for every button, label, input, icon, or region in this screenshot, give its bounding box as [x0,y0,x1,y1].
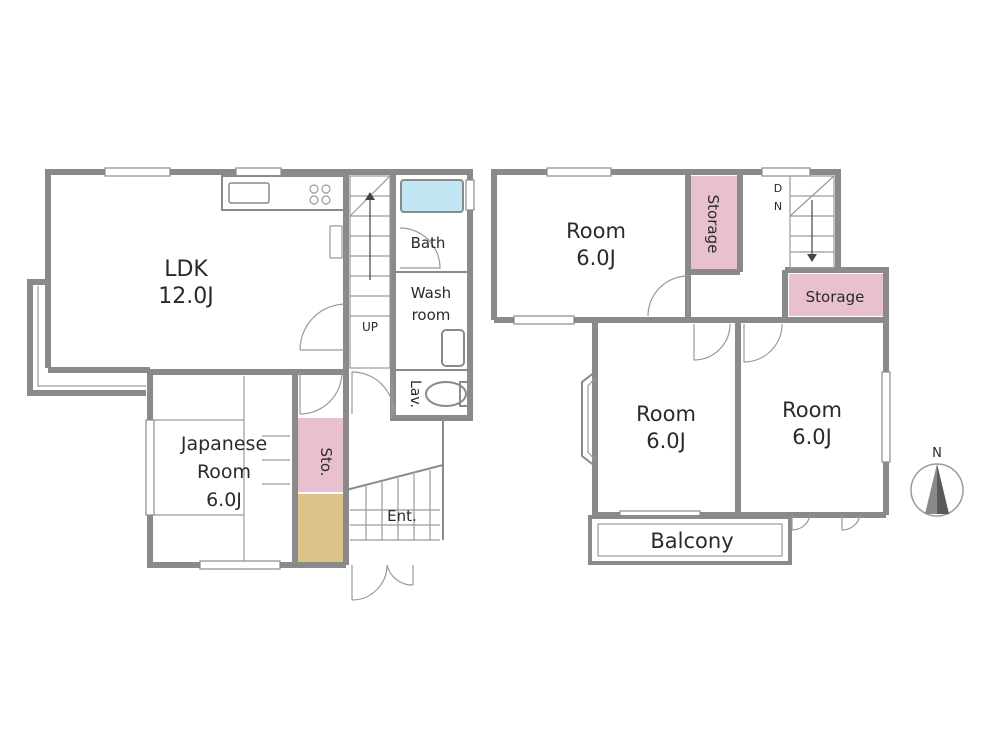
balcony-label: Balcony [650,529,733,553]
door [647,275,689,317]
window [761,167,811,177]
second-floor: Room 6.0J Room 6.0J Room 6.0J Storage St… [491,167,891,565]
door [399,227,441,269]
kitchen-sink-icon [228,182,270,204]
kitchen-counter [221,175,345,211]
staircase [789,175,835,269]
window [199,560,281,570]
sto-label: Sto. [317,447,335,476]
bathtub [400,179,464,213]
door [351,371,395,415]
room-c-size: 6.0J [792,425,832,449]
dn-label-n: N [774,200,782,213]
ldk-size: 12.0J [158,284,213,309]
room-a-label: Room [566,219,626,243]
window [235,167,282,177]
entrance-door [351,564,388,601]
room-b-size: 6.0J [646,429,686,453]
wash-room-label-2: room [412,306,451,324]
japanese-room-label: Japanese [180,433,267,455]
japanese-room-label-2: Room [197,461,251,483]
entry-step [297,494,345,562]
door [791,514,811,531]
balcony [588,515,792,565]
stove-burner-icon [309,184,319,194]
tatami-lines [154,376,245,561]
window [104,167,171,177]
toilet-icon [425,381,467,407]
room-b-label: Room [636,402,696,426]
window [546,167,612,177]
storage-horizontal-label: Storage [806,288,865,306]
bay-window [27,279,146,396]
entrance-step-line [345,464,444,491]
staircase [349,175,391,369]
folding-door [329,225,343,259]
door [841,514,861,531]
stove-burner-icon [309,195,319,205]
door [693,323,731,361]
door [299,303,347,351]
washbasin-icon [441,329,465,367]
window [465,179,475,211]
window [145,419,155,516]
window [881,371,891,463]
up-label: UP [362,320,378,334]
bay-window-inner [587,377,596,461]
entrance-tiles [350,470,440,541]
storage-closet-vertical [688,176,738,270]
ldk-label: LDK [164,257,208,282]
bath-label: Bath [411,234,446,252]
storage-vertical-label: Storage [704,195,722,254]
wall [491,169,841,320]
lavatory-label: Lav. [407,380,423,408]
storage-closet-horizontal [789,274,883,316]
room-a-size: 6.0J [576,246,616,270]
compass-north-label: N [932,446,942,461]
dn-label-d: D [774,182,782,195]
room-c-label: Room [782,398,842,422]
bay-window [581,371,596,467]
sliding-door [262,435,290,485]
door [743,323,783,363]
first-floor: LDK 12.0J Japanese Room 6.0J Bath Wash r… [27,167,475,601]
stove-burner-icon [321,195,331,205]
window [513,315,575,325]
wash-room-label: Wash [411,284,451,302]
japanese-room-size: 6.0J [206,489,242,511]
stove-burner-icon [321,184,331,194]
door [299,371,343,415]
bay-window-inner [37,286,146,387]
entrance-door [386,564,414,586]
sto-closet [296,418,346,492]
compass: N [910,446,964,517]
entrance-label: Ent. [387,507,417,525]
